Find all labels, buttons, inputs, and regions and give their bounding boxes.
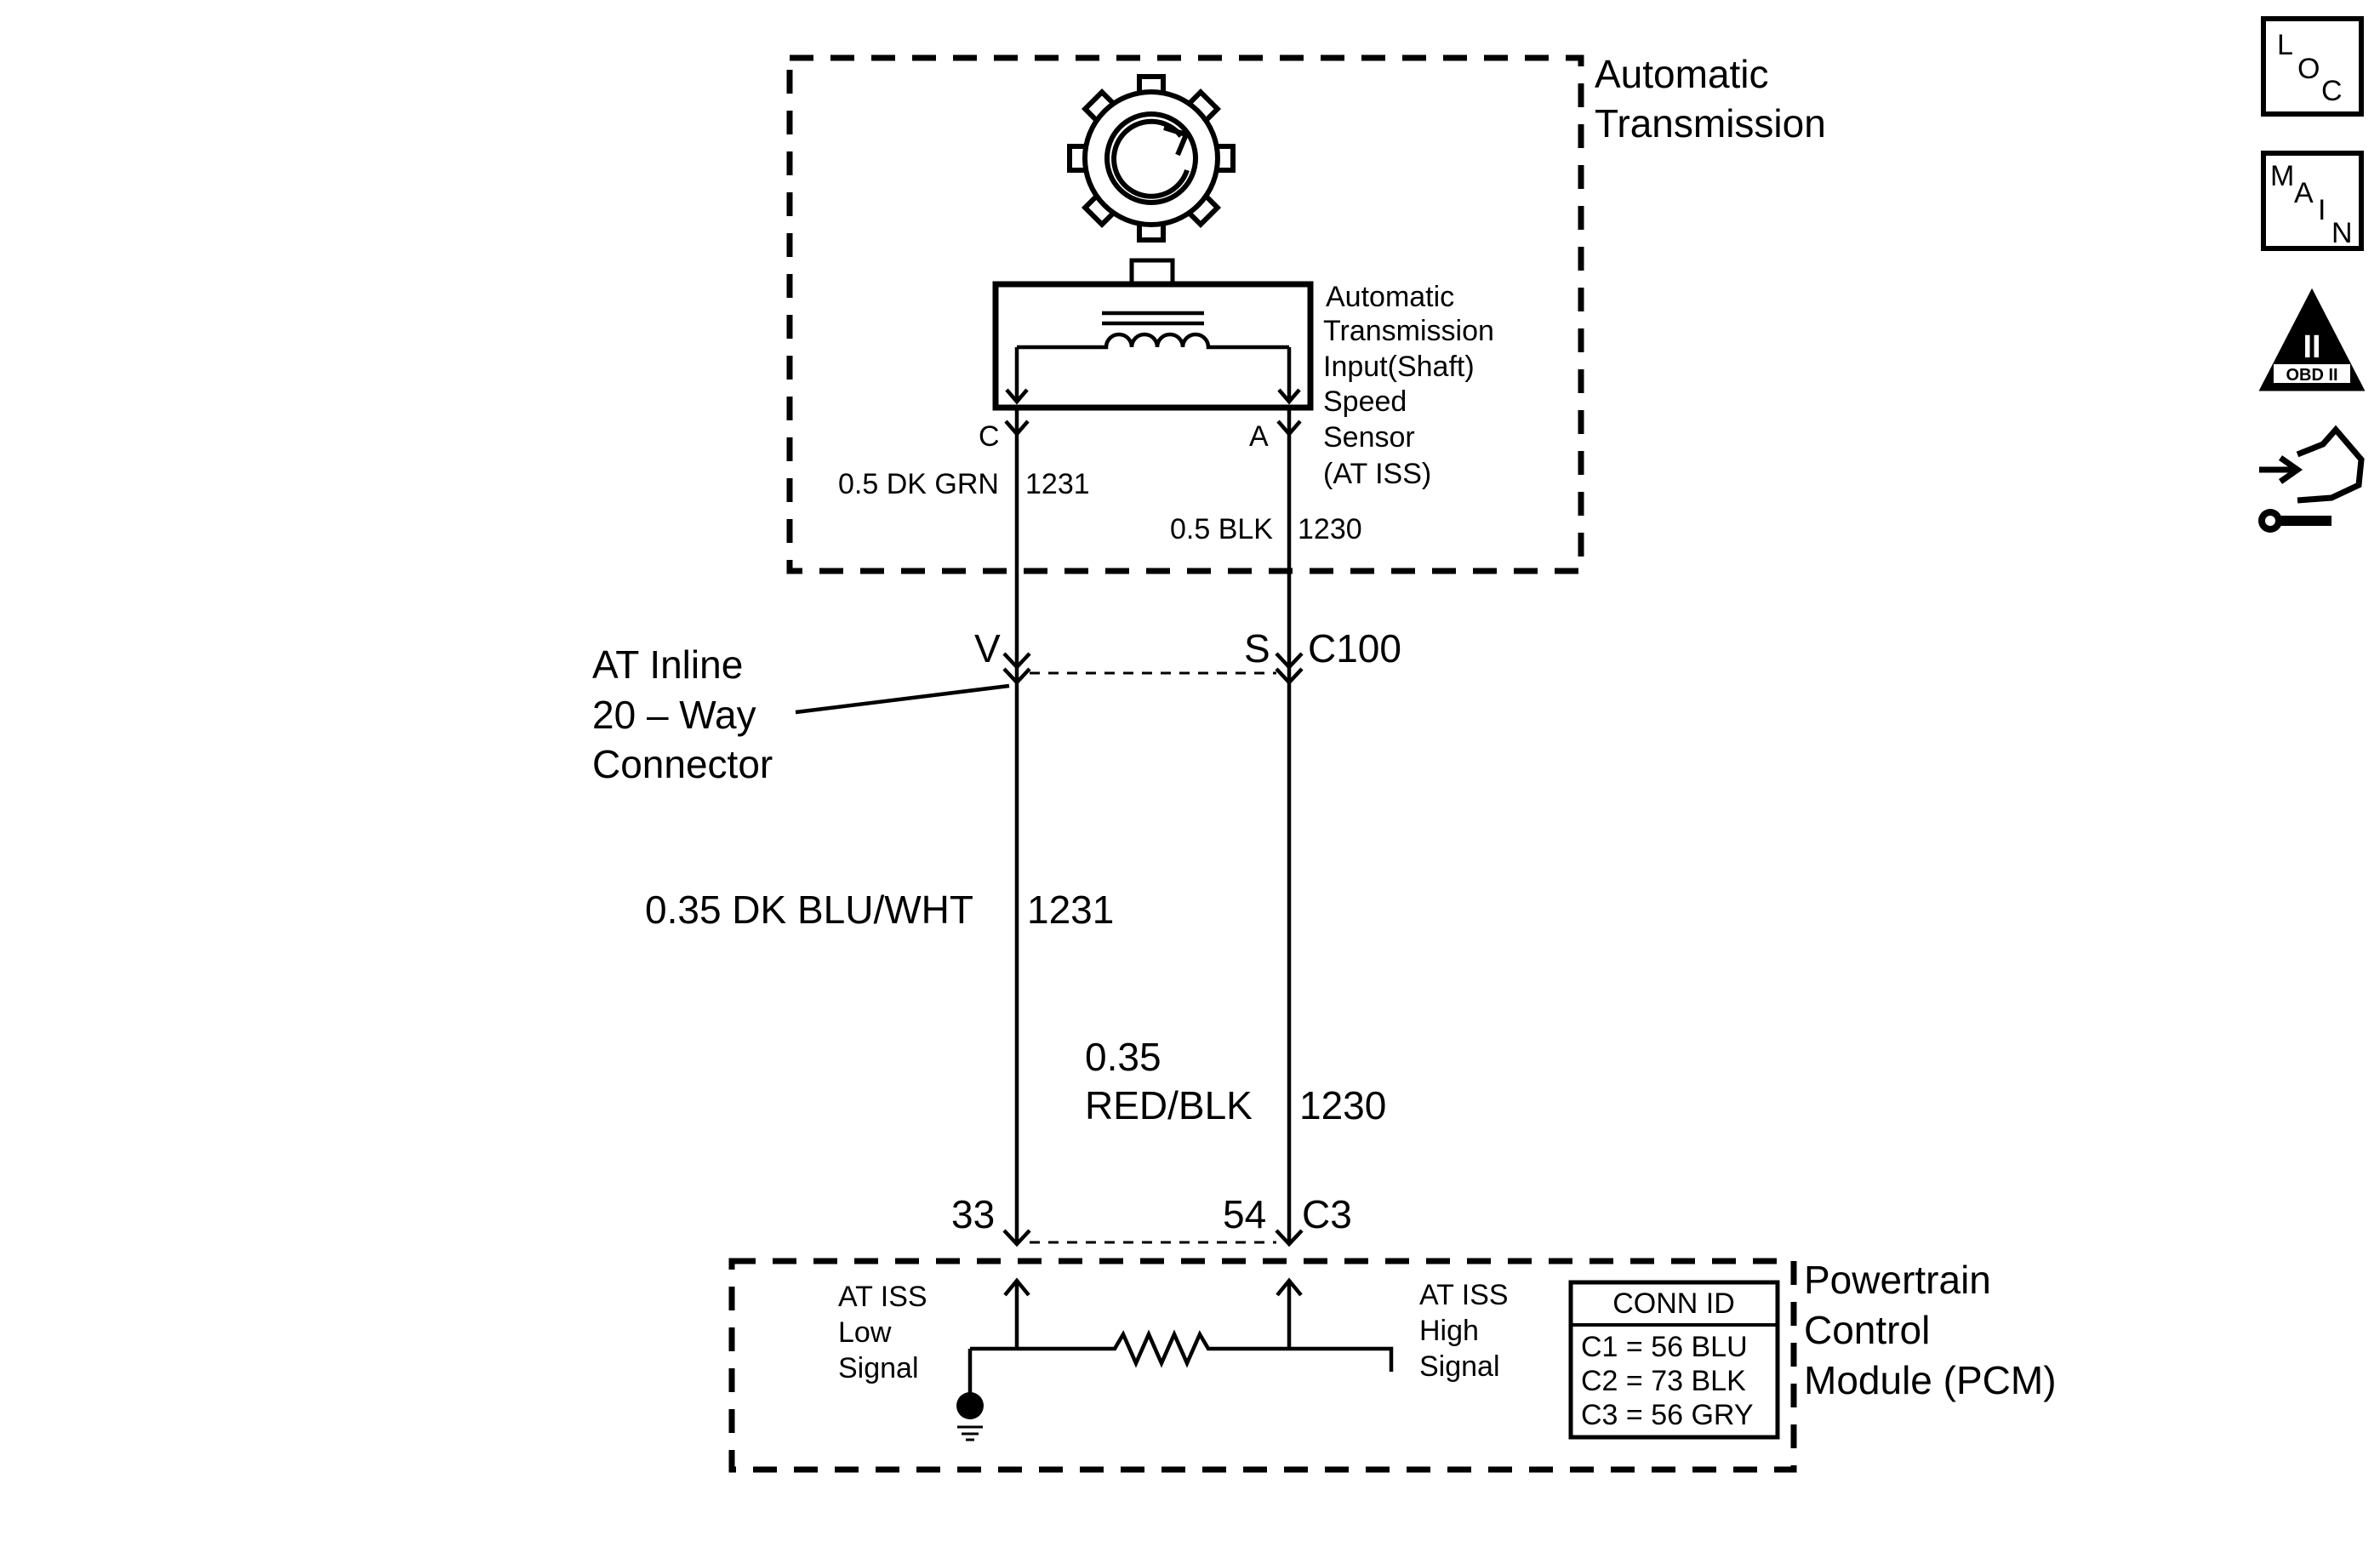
pcm-label-line2: Control bbox=[1804, 1308, 1930, 1352]
sensor-coil bbox=[1017, 332, 1289, 350]
sensor-label-line6: (AT ISS) bbox=[1323, 458, 1431, 490]
inline-connector-id: C100 bbox=[1308, 626, 1401, 671]
transmission-label-line1: Automatic bbox=[1595, 52, 1769, 96]
obd-ii-icon[interactable]: II OBD II bbox=[2258, 288, 2366, 391]
low-signal-line1: AT ISS bbox=[838, 1281, 927, 1313]
svg-text:M: M bbox=[2270, 160, 2294, 192]
high-signal-line1: AT ISS bbox=[1419, 1279, 1509, 1311]
svg-text:L: L bbox=[2277, 29, 2293, 61]
svg-text:II: II bbox=[2303, 329, 2320, 365]
inline-connector-c100 bbox=[1002, 652, 1304, 686]
pcm-pin-54: 54 bbox=[1223, 1192, 1266, 1236]
transmission-label-line2: Transmission bbox=[1595, 101, 1826, 146]
inline-pin-s: S bbox=[1244, 626, 1270, 671]
wire-lower-left-color: 0.35 DK BLU/WHT bbox=[645, 888, 973, 932]
sensor-pin-c: C bbox=[979, 420, 1000, 453]
reluctor-wheel-icon bbox=[1067, 74, 1236, 243]
wire-lower-right-color-line2: RED/BLK bbox=[1085, 1083, 1253, 1127]
inline-connector-label-line2: 20 – Way bbox=[592, 693, 756, 737]
main-icon[interactable]: M A I N bbox=[2261, 151, 2364, 251]
pcm-internal-circuit bbox=[967, 1277, 1394, 1396]
svg-text:N: N bbox=[2331, 217, 2353, 249]
wire-upper-left-circuit: 1231 bbox=[1025, 468, 1090, 500]
wire-upper-left-color: 0.5 DK GRN bbox=[838, 468, 999, 500]
pcm-connector-c3 bbox=[1002, 1229, 1304, 1247]
sensor-pin-a: A bbox=[1249, 420, 1269, 453]
conn-id-title: CONN ID bbox=[1612, 1287, 1735, 1320]
high-signal-line3: Signal bbox=[1419, 1350, 1500, 1383]
sensor-label-line3: Input(Shaft) bbox=[1323, 351, 1475, 383]
svg-text:OBD II: OBD II bbox=[2286, 366, 2337, 385]
sensor-label-line2: Transmission bbox=[1323, 315, 1494, 347]
low-signal-line2: Low bbox=[838, 1316, 892, 1349]
wire-lower-left-circuit: 1231 bbox=[1027, 888, 1114, 932]
inline-connector-leader bbox=[795, 683, 1010, 715]
pcm-label-line3: Module (PCM) bbox=[1804, 1358, 2057, 1402]
connector-wrench-icon[interactable] bbox=[2258, 425, 2365, 533]
svg-text:A: A bbox=[2294, 177, 2314, 209]
conn-id-row-1: C1 = 56 BLU bbox=[1581, 1331, 1748, 1363]
wire-lower-right-circuit: 1230 bbox=[1299, 1083, 1386, 1127]
pcm-boundary bbox=[728, 1258, 1797, 1473]
location-icon[interactable]: L O C bbox=[2261, 16, 2364, 117]
sensor-label-line4: Speed bbox=[1323, 385, 1407, 418]
svg-text:I: I bbox=[2318, 194, 2326, 226]
sensor-label-line5: Sensor bbox=[1323, 421, 1415, 454]
svg-text:C: C bbox=[2321, 75, 2343, 107]
low-signal-line3: Signal bbox=[838, 1352, 919, 1384]
high-signal-line2: High bbox=[1419, 1315, 1479, 1347]
pcm-pin-33: 33 bbox=[951, 1192, 995, 1236]
pcm-connector-id: C3 bbox=[1302, 1192, 1352, 1236]
conn-id-row-2: C2 = 73 BLK bbox=[1581, 1365, 1746, 1397]
speed-sensor bbox=[992, 258, 1314, 411]
wire-upper-right-color: 0.5 BLK bbox=[1170, 513, 1273, 545]
conn-id-row-3: C3 = 56 GRY bbox=[1581, 1399, 1754, 1431]
wire-upper-right-circuit: 1230 bbox=[1298, 513, 1362, 545]
conn-id-table bbox=[1568, 1280, 1780, 1440]
svg-text:O: O bbox=[2297, 53, 2320, 85]
wire-lower-right-color-line1: 0.35 bbox=[1085, 1035, 1161, 1079]
inline-pin-v: V bbox=[974, 626, 1001, 671]
pcm-label-line1: Powertrain bbox=[1804, 1258, 1991, 1302]
pcm-resistor bbox=[1017, 1329, 1394, 1372]
inline-connector-label-line1: AT Inline bbox=[592, 642, 743, 687]
ground-icon bbox=[956, 1392, 984, 1441]
inline-connector-label-line3: Connector bbox=[592, 742, 773, 786]
sensor-label-line1: Automatic bbox=[1326, 281, 1454, 313]
